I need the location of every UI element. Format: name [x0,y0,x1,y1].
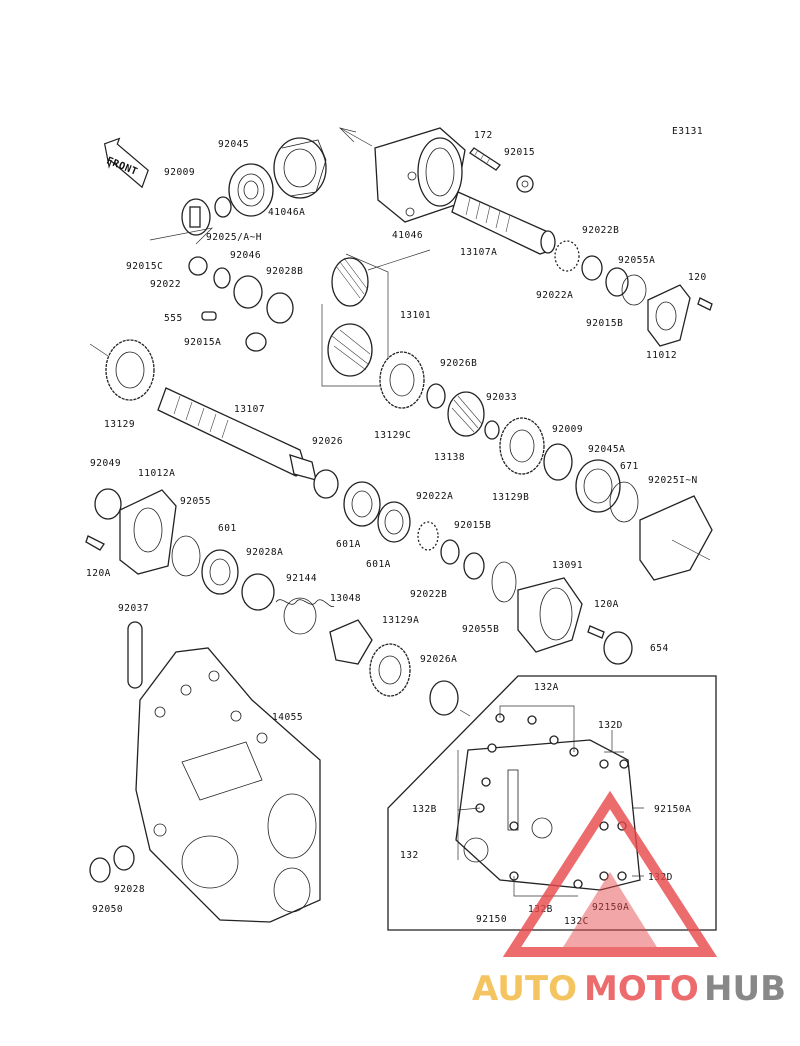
watermark-moto: MOTO [584,969,699,1009]
label-132d-top: 132D [598,720,623,731]
bearing-housing-group [149,137,327,245]
label-132a: 132A [534,682,559,693]
label-92015c: 92015C [126,261,163,272]
label-13107: 13107 [234,404,265,415]
label-555: 555 [164,313,183,324]
label-13048: 13048 [330,593,361,604]
label-92028a: 92028A [246,547,283,558]
label-92055: 92055 [180,496,211,507]
label-11012a: 11012A [138,468,175,479]
label-92150a-bot: 92150A [592,902,629,913]
label-92150a-top: 92150A [654,804,691,815]
label-92015b-mid: 92015B [454,520,491,531]
label-92055b: 92055B [462,624,499,635]
label-92015a: 92015A [184,337,221,348]
label-92050: 92050 [92,904,123,915]
label-92022a-mid: 92022A [416,491,453,502]
label-92022b-top: 92022B [582,225,619,236]
watermark-logo: AUTO MOTO HUB [472,790,786,1009]
watermark-auto: AUTO [472,969,577,1009]
label-92045: 92045 [218,139,249,150]
housing-41046 [338,127,466,223]
diagram-code: E3131 [672,126,703,137]
label-120a-right: 120A [594,599,619,610]
label-132b-left: 132B [412,804,437,815]
main-shaft-13107 [157,387,317,481]
label-11012: 11012 [646,350,677,361]
label-41046a: 41046A [268,207,305,218]
label-92033: 92033 [486,392,517,403]
label-120a-left: 120A [86,568,111,579]
label-601: 601 [218,523,237,534]
label-132c: 132C [564,916,589,927]
label-92150: 92150 [476,914,507,925]
drum-13091 [517,577,633,665]
label-654: 654 [650,643,669,654]
lower-bearing-group [85,469,517,603]
label-92028: 92028 [114,884,145,895]
label-92045a: 92045A [588,444,625,455]
label-92144: 92144 [286,573,317,584]
label-13091: 13091 [552,560,583,571]
label-92026: 92026 [312,436,343,447]
label-601a-2: 601A [366,559,391,570]
label-92022: 92022 [150,279,181,290]
label-92049: 92049 [90,458,121,469]
middle-gear-stack [379,351,639,523]
label-92028b: 92028B [266,266,303,277]
label-92046: 92046 [230,250,261,261]
label-41046: 41046 [392,230,423,241]
label-14055: 14055 [272,712,303,723]
label-92022a-top: 92022A [536,290,573,301]
label-671: 671 [620,461,639,472]
label-92055a: 92055A [618,255,655,266]
label-92037: 92037 [118,603,149,614]
label-92009b: 92009 [552,424,583,435]
label-92025: 92025/A~H [206,232,262,243]
crankcase-14055 [89,621,321,923]
label-132: 132 [400,850,419,861]
gear-13129 [89,339,155,401]
label-13107a: 13107A [460,247,497,258]
label-92015: 92015 [504,147,535,158]
watermark-hub: HUB [704,969,786,1009]
label-13129b: 13129B [492,492,529,503]
spring-dog-gear [241,573,471,717]
bevel-gear-set-13101 [321,249,431,387]
inset-cover-detail [387,675,717,931]
front-arrow: FRONT [103,137,149,189]
shaft-13107a [451,191,556,255]
right-cover-group [554,240,713,347]
label-92009: 92009 [164,167,195,178]
label-13129: 13129 [104,419,135,430]
label-92026b: 92026B [440,358,477,369]
label-13129a: 13129A [382,615,419,626]
stud-and-nut [469,147,534,193]
label-601a-1: 601A [336,539,361,550]
label-120: 120 [688,272,707,283]
label-92022b-mid: 92022B [410,589,447,600]
label-13138: 13138 [434,452,465,463]
label-13101: 13101 [400,310,431,321]
label-92026a: 92026A [420,654,457,665]
label-92025i: 92025I~N [648,475,698,486]
label-172: 172 [474,130,493,141]
gasket-cover [639,495,713,581]
label-13129c: 13129C [374,430,411,441]
label-92015b-top: 92015B [586,318,623,329]
bevel-gear-small-parts [188,256,294,352]
